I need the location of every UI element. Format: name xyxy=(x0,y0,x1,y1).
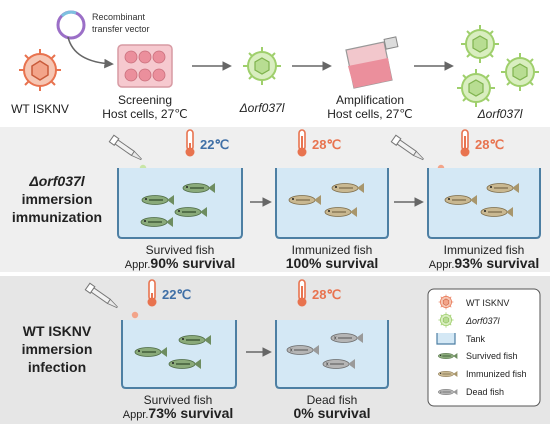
thermometer-icon xyxy=(296,129,308,158)
tank-4 xyxy=(121,320,237,389)
screening-label: Screening xyxy=(118,93,172,107)
well-plate-icon xyxy=(117,44,173,88)
legend-item-wt: WT ISKNV xyxy=(466,298,509,308)
thermometer-icon xyxy=(459,129,471,158)
tank-1 xyxy=(117,168,243,239)
infection-title-2: immersion xyxy=(22,341,93,357)
immunization-temp-1: 22℃ xyxy=(200,137,229,152)
mutant-virus-icon-1 xyxy=(460,24,500,64)
legend: WT ISKNV Δorf037l Tank Survived fish Imm… xyxy=(427,288,541,407)
immunization-survival-2: 100% survival xyxy=(286,255,379,271)
mutant-virus-icon xyxy=(242,46,282,86)
infection-title-1: WT ISKNV xyxy=(23,323,92,339)
legend-item-dead: Dead fish xyxy=(466,387,504,397)
immunization-title-2: immersion xyxy=(22,191,93,207)
immunization-caption-2: Immunized fish xyxy=(292,243,373,257)
legend-item-tank: Tank xyxy=(466,334,486,344)
screening-host: Host cells, 27℃ xyxy=(102,107,188,121)
immunization-title-3: immunization xyxy=(12,209,102,225)
wt-virus-icon xyxy=(18,48,62,92)
wt-label: WT ISKNV xyxy=(11,102,69,116)
infection-caption-2: Dead fish xyxy=(307,393,358,407)
tank-2 xyxy=(275,168,389,239)
immunization-temp-3: 28℃ xyxy=(475,137,504,152)
mutant-virus-icon-3 xyxy=(456,68,496,108)
legend-item-immunized: Immunized fish xyxy=(466,369,527,379)
legend-tank-icon xyxy=(436,333,456,345)
arrow-to-plate xyxy=(67,36,114,69)
immunization-caption-1: Survived fish xyxy=(146,243,215,257)
thermometer-icon xyxy=(184,129,196,158)
thermometer-icon xyxy=(296,279,308,308)
vector-label-1: Recombinant xyxy=(92,12,146,22)
infection-caption-1: Survived fish xyxy=(144,393,213,407)
mutant-label: Δorf037l xyxy=(239,101,285,115)
legend-wt-virus-icon xyxy=(438,294,454,310)
infection-survival-1: Appr.73% survival xyxy=(123,405,234,421)
infection-title-3: infection xyxy=(28,359,86,375)
infection-survival-2: 0% survival xyxy=(293,405,370,421)
immunization-survival-1: Appr.90% survival xyxy=(125,255,236,271)
amplification-host: Host cells, 27℃ xyxy=(327,107,413,121)
mutant-virus-icon-2 xyxy=(500,52,540,92)
amplification-label: Amplification xyxy=(336,93,404,107)
mutant-label-2: Δorf037l xyxy=(477,107,523,121)
immunization-survival-3: Appr.93% survival xyxy=(429,255,540,271)
legend-item-mutant: Δorf037l xyxy=(465,316,501,326)
infection-temp-2: 28℃ xyxy=(312,287,341,302)
tank-3 xyxy=(427,168,541,239)
vector-label-2: transfer vector xyxy=(92,24,150,34)
thermometer-icon xyxy=(146,279,158,308)
culture-flask-icon xyxy=(345,36,399,89)
legend-item-survived: Survived fish xyxy=(466,351,518,361)
immunization-title-1: Δorf037l xyxy=(28,173,85,189)
infection-temp-1: 22℃ xyxy=(162,287,191,302)
immunization-caption-3: Immunized fish xyxy=(444,243,525,257)
immunization-temp-2: 28℃ xyxy=(312,137,341,152)
